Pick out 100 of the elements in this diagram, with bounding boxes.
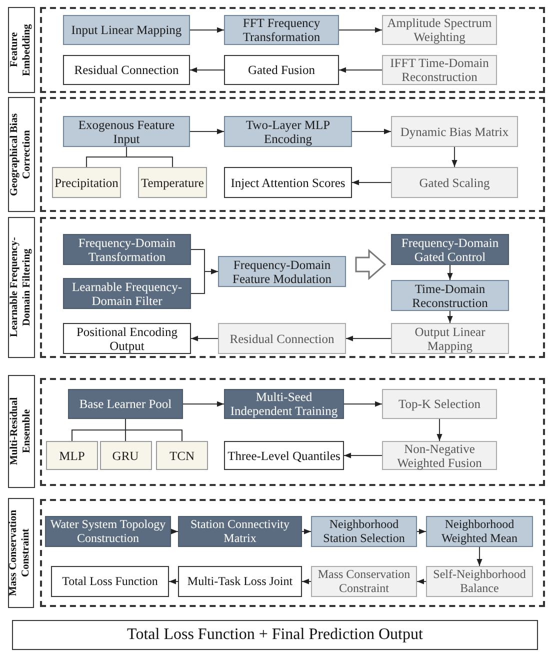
process-box bbox=[68, 389, 183, 419]
input-box bbox=[46, 441, 98, 470]
input-box bbox=[156, 441, 208, 470]
section-label-box bbox=[8, 498, 34, 608]
box-label: Total Loss Function + Final Prediction Output bbox=[126, 626, 424, 644]
arrow bbox=[190, 336, 218, 342]
process-box bbox=[178, 516, 302, 547]
arrow bbox=[452, 146, 458, 168]
arrow bbox=[302, 578, 312, 584]
process-box bbox=[391, 323, 509, 354]
box-label: Neighborhood Weighted Mean bbox=[440, 518, 518, 545]
arrow bbox=[190, 268, 218, 294]
box-label: Time-Domain Reconstruction bbox=[411, 282, 489, 310]
box-label: Frequency-Domain Transformation bbox=[77, 236, 177, 264]
arrow bbox=[344, 452, 382, 458]
process-box bbox=[382, 389, 497, 419]
arrow bbox=[190, 67, 224, 73]
process-box bbox=[311, 566, 417, 597]
process-box bbox=[224, 15, 339, 45]
box-label: Residual Connection bbox=[228, 332, 336, 346]
dashed-section-panel bbox=[40, 217, 545, 358]
block-arrow bbox=[355, 248, 386, 280]
box-label: Input Linear Mapping bbox=[70, 23, 183, 37]
box-label: Frequency-Domain Feature Modulation bbox=[232, 258, 332, 286]
process-box bbox=[391, 234, 509, 265]
box-label: Frequency-Domain Gated Control bbox=[400, 236, 500, 264]
process-box bbox=[63, 323, 191, 354]
section-label-box bbox=[8, 97, 35, 212]
box-label: Dynamic Bias Matrix bbox=[399, 124, 510, 138]
box-label: Multi-Task Loss Joint bbox=[186, 574, 294, 588]
connector-line bbox=[126, 146, 173, 168]
process-box bbox=[224, 441, 344, 470]
process-box bbox=[63, 234, 191, 265]
arrow bbox=[170, 528, 178, 534]
dashed-section-panel bbox=[40, 7, 545, 93]
box-label: Non-Negative Weighted Fusion bbox=[396, 442, 483, 470]
arrow bbox=[447, 310, 453, 324]
box-label: Two-Layer MLP Encoding bbox=[244, 118, 332, 146]
box-label: Temperature bbox=[140, 176, 205, 190]
arrow bbox=[302, 528, 312, 534]
box-label: Base Learner Pool bbox=[78, 397, 173, 411]
box-label: Residual Connection bbox=[73, 63, 180, 77]
input-box bbox=[138, 167, 207, 198]
arrow bbox=[352, 180, 392, 186]
box-label: Water System Topology Construction bbox=[49, 518, 167, 545]
process-box bbox=[224, 167, 352, 198]
output-box bbox=[12, 620, 538, 650]
section-label-box bbox=[8, 7, 35, 93]
arrow bbox=[346, 336, 392, 342]
section-title: Mass Conservation Constraint bbox=[7, 508, 33, 598]
arrow bbox=[190, 27, 224, 33]
process-box bbox=[63, 15, 190, 45]
process-box bbox=[311, 516, 417, 547]
input-box bbox=[52, 167, 121, 198]
box-label: Gated Fusion bbox=[246, 63, 316, 77]
arrow bbox=[447, 264, 453, 280]
box-label: Precipitation bbox=[54, 176, 120, 190]
box-label: Station Connectivity Matrix bbox=[190, 518, 290, 545]
arrow bbox=[416, 528, 426, 534]
box-label: Self-Neighborhood Balance bbox=[432, 568, 527, 595]
arrow bbox=[436, 418, 442, 442]
box-label: Positional Encoding Output bbox=[75, 324, 179, 352]
box-label: Top-K Selection bbox=[397, 397, 482, 411]
section-title: Multi-Residual Ensemble bbox=[8, 396, 34, 468]
dashed-section-panel bbox=[40, 378, 545, 486]
box-label: Three-Level Quantiles bbox=[226, 448, 342, 462]
box-label: Output Linear Mapping bbox=[414, 324, 486, 352]
arrow bbox=[352, 128, 392, 134]
arrow bbox=[338, 27, 382, 33]
arrow bbox=[190, 128, 224, 134]
box-label: Exogenous Feature Input bbox=[77, 118, 176, 146]
arrow bbox=[182, 401, 224, 407]
section-label-box bbox=[8, 217, 35, 358]
dashed-section-panel bbox=[40, 97, 545, 212]
section-title: Learnable Frequency-Domain Filtering bbox=[8, 236, 34, 340]
section-label-box bbox=[8, 375, 35, 488]
process-box bbox=[382, 55, 497, 85]
box-label: Neighborhood Station Selection bbox=[322, 518, 406, 545]
process-box bbox=[63, 116, 190, 147]
process-box bbox=[63, 55, 190, 85]
dashed-section-panel bbox=[40, 499, 545, 607]
box-label: Amplitude Spectrum Weighting bbox=[386, 16, 493, 44]
section-title: Geographical Bias Correction bbox=[8, 112, 34, 198]
box-label: Multi-Seed Independent Training bbox=[229, 390, 339, 418]
process-box bbox=[218, 323, 346, 354]
process-box bbox=[63, 278, 191, 309]
process-box bbox=[391, 280, 509, 311]
box-label: Mass Conservation Constraint bbox=[316, 568, 412, 595]
box-label: Total Loss Function bbox=[61, 574, 159, 588]
process-box bbox=[51, 566, 169, 597]
box-label: IFFT Time-Domain Reconstruction bbox=[389, 56, 490, 84]
box-label: TCN bbox=[168, 448, 196, 462]
box-label: Learnable Frequency-Domain Filter bbox=[70, 280, 183, 308]
process-box bbox=[224, 55, 339, 85]
box-label: FFT Frequency Transformation bbox=[242, 16, 322, 44]
arrow bbox=[168, 578, 178, 584]
section-title: Feature Embedding bbox=[8, 23, 34, 78]
process-box bbox=[382, 441, 497, 470]
arrow bbox=[344, 401, 382, 407]
box-label: Gated Scaling bbox=[418, 176, 491, 190]
